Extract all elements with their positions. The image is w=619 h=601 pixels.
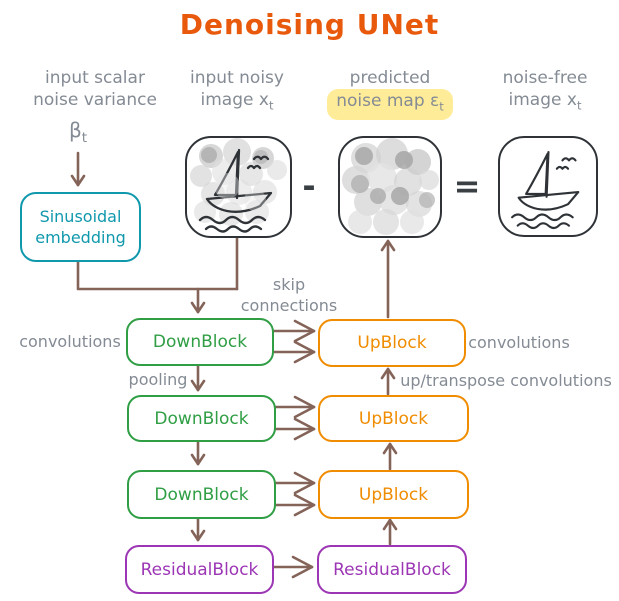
downblock-3: DownBlock — [127, 470, 276, 519]
skip-label-line2: connections — [240, 296, 338, 315]
downblock-2: DownBlock — [127, 395, 276, 442]
noisy-image-icon — [185, 136, 292, 238]
minus-operator: - — [302, 167, 316, 205]
header-predicted-line2: noise map εt — [308, 89, 472, 121]
convolutions-left-label: convolutions — [19, 332, 121, 351]
upblock-2: UpBlock — [318, 395, 469, 442]
residualblock-2: ResidualBlock — [317, 545, 467, 594]
sinusoidal-embedding-box: Sinusoidal embedding — [20, 192, 141, 262]
beta-glyph: β — [68, 118, 82, 142]
header-clean-line1: noise-free — [502, 68, 588, 88]
skip-connections-label: skip connections — [237, 274, 341, 316]
line-embedding-elbow — [76, 256, 239, 291]
equals-operator: = — [453, 167, 481, 205]
upblock-1: UpBlock — [318, 319, 466, 367]
beta-subscript: t — [81, 130, 88, 146]
embedding-line2: embedding — [35, 228, 126, 247]
pooling-label: pooling — [128, 370, 188, 389]
residualblock-1: ResidualBlock — [125, 545, 274, 594]
header-predicted: predicted noise map εt — [308, 67, 472, 121]
header-variance-line2: noise variance — [33, 90, 157, 110]
header-noise-free: noise-free image xt — [463, 67, 619, 116]
embedding-line1: Sinusoidal — [39, 207, 122, 226]
beta-symbol: βt — [50, 118, 106, 146]
header-clean-line2: image xt — [508, 90, 582, 113]
upblock-3: UpBlock — [318, 470, 469, 519]
skip-label-line1: skip — [272, 275, 306, 294]
noise-circles — [342, 138, 439, 235]
header-noisy-line2: image xt — [200, 90, 274, 113]
page-title: Denoising UNet — [179, 8, 440, 41]
downblock-1: DownBlock — [126, 318, 274, 366]
header-input-noisy: input noisy image xt — [157, 67, 317, 116]
header-noisy-line1: input noisy — [190, 68, 284, 88]
header-predicted-line1: predicted — [349, 68, 431, 88]
convolutions-right-label: convolutions — [468, 333, 570, 352]
header-input-scalar: input scalar noise variance — [13, 67, 177, 111]
clean-image-icon — [498, 136, 598, 237]
noise-map-icon — [338, 136, 442, 238]
noise-map-highlight: noise map εt — [327, 89, 453, 121]
header-variance-line1: input scalar — [45, 68, 145, 88]
up-transpose-label: up/transpose convolutions — [400, 371, 612, 390]
